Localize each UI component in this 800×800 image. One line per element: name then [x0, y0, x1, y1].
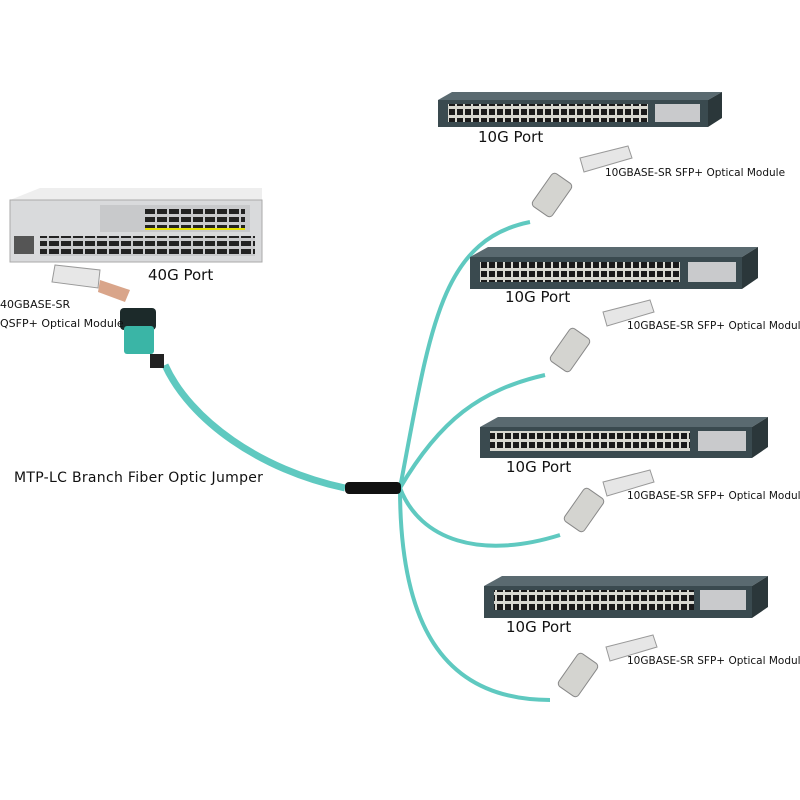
lc-connector-3 — [563, 487, 605, 533]
sfp-module-3 — [602, 469, 655, 497]
sfp-modules — [579, 145, 658, 662]
qsfp-module-label-line1: 40GBASE-SR — [0, 298, 71, 311]
mtp-connector — [120, 308, 164, 368]
breakout-splitter — [345, 482, 401, 494]
lc-connector-2 — [549, 327, 591, 373]
access-switch-4 — [484, 576, 768, 618]
lc-connectors — [531, 172, 605, 698]
trunk-cable — [161, 363, 346, 492]
sfp-module-1 — [579, 145, 633, 173]
switch-1-port-label: 10G Port — [478, 128, 544, 146]
qsfp-module-label-line2: QSFP+ Optical Module — [0, 317, 124, 330]
sfp-module-2 — [602, 299, 655, 327]
switch-4-module-label: 10GBASE-SR SFP+ Optical Module — [627, 655, 800, 667]
sfp-module-4 — [605, 634, 658, 662]
lc-connector-1 — [531, 172, 573, 218]
jumper-label: MTP-LC Branch Fiber Optic Jumper — [14, 470, 264, 486]
lc-connector-4 — [557, 652, 599, 698]
access-switch-3 — [480, 417, 768, 458]
switch-2-port-label: 10G Port — [505, 288, 571, 306]
core-switch-40g — [9, 188, 263, 263]
access-switch-1 — [438, 92, 722, 127]
access-switch-2 — [470, 247, 758, 289]
branch-1 — [398, 220, 531, 489]
fiber-cables — [161, 220, 561, 702]
switch-4-port-label: 10G Port — [506, 618, 572, 636]
switch-3-module-label: 10GBASE-SR SFP+ Optical Module — [627, 490, 800, 502]
qsfp-module — [51, 264, 130, 302]
branch-2 — [398, 373, 546, 490]
core-port-label: 40G Port — [148, 266, 214, 284]
branch-3 — [398, 487, 561, 548]
branch-4 — [398, 487, 551, 702]
switch-1-module-label: 10GBASE-SR SFP+ Optical Module — [605, 167, 786, 179]
switch-2-module-label: 10GBASE-SR SFP+ Optical Module — [627, 320, 800, 332]
switch-3-port-label: 10G Port — [506, 458, 572, 476]
